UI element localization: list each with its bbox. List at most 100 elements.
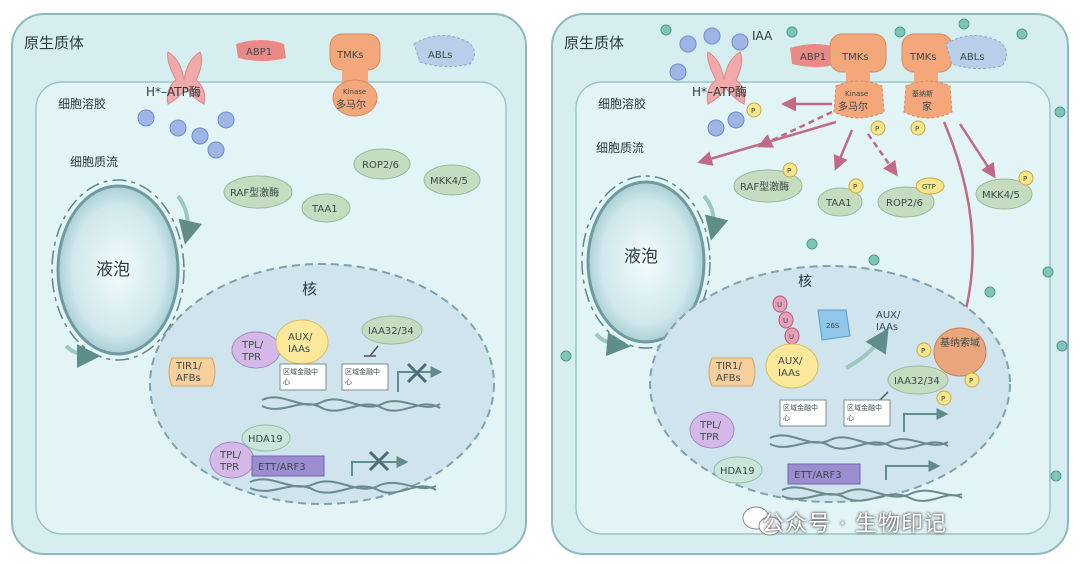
right-26s-proteasome (817, 309, 851, 341)
right-region-2-l1: 区域金融中 (847, 403, 882, 412)
left-aux-l1: AUX/ (288, 332, 313, 343)
left-block-x-1 (406, 362, 428, 384)
right-kinase-label: Kinase (845, 90, 868, 98)
right-tmks-1 (829, 33, 887, 119)
right-iaa3234-label: IAA32/34 (894, 376, 940, 387)
right-raf-phospho (782, 162, 798, 178)
left-tmks (329, 33, 381, 117)
right-kinase-cn-label: 多马尔 (838, 100, 868, 113)
left-tir1-l1: TIR1/ (175, 361, 202, 372)
left-mkk45 (423, 164, 481, 196)
right-abp1-label: ABP1 (800, 52, 826, 63)
right-region-1-l1: 区域金融中 (783, 403, 818, 412)
left-raf-label: RAF型激酶 (230, 186, 279, 199)
right-raf-p: P (787, 167, 791, 175)
left-streaming-label: 细胞质流 (70, 155, 118, 169)
left-tpl-bottom-l2: TPR (219, 462, 239, 473)
right-aux-l2: IAAs (778, 368, 800, 379)
right-ett-arf3 (787, 463, 861, 485)
right-aux-iaa (765, 343, 819, 389)
left-nucleus-label: 核 (302, 280, 317, 298)
left-ett-arf3 (251, 455, 325, 477)
left-raf-kinase (223, 175, 293, 209)
left-rop26 (353, 148, 411, 180)
right-mkk45 (975, 178, 1033, 210)
left-dna-1a (261, 396, 441, 408)
right-mkk-p: P (1023, 175, 1027, 183)
right-tmks-2-sub: 家 (922, 100, 932, 113)
left-dna-2a (249, 478, 437, 490)
left-region-2-l2: 心 (345, 378, 352, 386)
left-hda19-label: HDA19 (248, 434, 283, 445)
left-mkk45-label: MKK4/5 (430, 176, 468, 187)
right-degradation-arrow (845, 327, 889, 370)
right-tmks-2-label: TMKs (909, 52, 937, 63)
right-iaa3234 (887, 365, 949, 395)
right-atpase-label: H*–ATP酶 (692, 84, 747, 99)
left-region-box-2 (341, 363, 389, 391)
right-hda19 (713, 456, 763, 484)
right-gtp-label: GTP (922, 183, 936, 191)
right-dna-1a (769, 434, 949, 446)
right-abls-label: ABLs (960, 52, 984, 63)
left-transcription-arrow-1 (397, 366, 443, 392)
right-atpase-p: P (751, 107, 755, 115)
right-rop26 (877, 186, 935, 218)
left-protoplast-label: 原生质体 (24, 34, 84, 52)
right-cytosol-label: 细胞溶胶 (598, 96, 646, 111)
right-vacuole (581, 175, 729, 357)
right-dna-2a (781, 486, 963, 498)
left-vacuole (51, 179, 203, 368)
right-rop26-label: ROP2/6 (886, 198, 923, 209)
right-kd-phospho-1 (916, 342, 932, 358)
right-vacuole-label: 液泡 (624, 247, 658, 267)
right-tmks-1-p: P (875, 125, 879, 133)
right-kinase-domain-label: 基纳索域 (940, 336, 980, 349)
right-tmks-1-phospho (870, 120, 886, 136)
right-26s-label: 26S (826, 322, 840, 330)
right-protons (669, 27, 749, 137)
right-region-box-1 (779, 399, 827, 427)
right-u-1: U (777, 301, 782, 309)
right-tpl-l1: TPL/ (699, 420, 722, 431)
left-ett-arf3-label: ETT/ARF3 (258, 462, 306, 473)
left-taa1-label: TAA1 (311, 204, 338, 215)
right-tmks-1-label: TMKs (841, 52, 869, 63)
right-aux-l1: AUX/ (778, 356, 803, 367)
right-taa1-phospho (848, 178, 864, 194)
right-atpase (706, 51, 746, 105)
wechat-icon (742, 506, 782, 536)
left-aux-l2: IAAs (288, 344, 310, 355)
left-abp1-label: ABP1 (246, 47, 272, 58)
left-abp1-shape (236, 40, 286, 61)
left-taa1 (301, 193, 351, 223)
right-u-3: U (789, 333, 794, 341)
left-hda19 (241, 424, 291, 452)
left-rop26-label: ROP2/6 (362, 160, 399, 171)
left-region-box-1 (279, 363, 327, 391)
right-taa1-p: P (853, 183, 857, 191)
left-protons (137, 109, 235, 159)
right-abls-shape (945, 35, 1007, 70)
right-protoplast-label: 原生质体 (564, 34, 624, 52)
right-atpase-phospho (746, 102, 762, 118)
right-signal-arrows (697, 96, 996, 327)
right-tpl-l2: TPR (699, 432, 719, 443)
right-kd-p-1: P (921, 347, 925, 355)
right-tpl (689, 411, 735, 449)
left-region-1-l1: 区域金融中 (283, 367, 318, 376)
right-dna-1b (769, 441, 949, 450)
right-aux-degraded-l2: IAAs (876, 322, 898, 333)
left-tmks-label: TMKs (336, 50, 364, 61)
left-transcription-arrow-2 (351, 456, 409, 476)
right-iaa3234-phospho (936, 390, 952, 406)
right-taa1 (817, 187, 863, 217)
left-tir1-l2: AFBs (176, 373, 201, 384)
right-dna-2b (781, 493, 963, 502)
right-u-2: U (783, 317, 788, 325)
right-raf-label: RAF型激酶 (740, 180, 789, 193)
right-abp1-shape (790, 44, 840, 67)
right-tmks-2 (901, 33, 953, 119)
